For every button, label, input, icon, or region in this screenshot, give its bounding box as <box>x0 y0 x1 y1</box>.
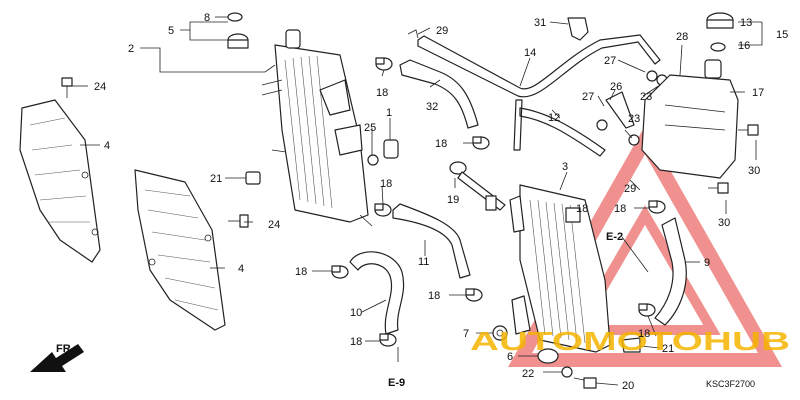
callout-14: 14 <box>524 47 536 59</box>
callout-26: 26 <box>610 81 622 93</box>
watermark-text: AUTOMOTOHUB <box>470 326 790 356</box>
callout-15: 15 <box>776 29 788 41</box>
clamp-18-6 <box>379 333 397 347</box>
callout-25: 25 <box>364 122 376 134</box>
hose-9 <box>654 217 687 326</box>
cap-seal <box>227 12 243 22</box>
clamp-18-7 <box>648 200 666 214</box>
callout-27b: 27 <box>582 91 594 103</box>
callout-19: 19 <box>447 194 459 206</box>
reserve-tank <box>641 59 739 179</box>
grommet-21-right <box>621 337 641 353</box>
bolt-30-upper <box>738 124 759 136</box>
clamp-18-3 <box>472 136 490 150</box>
leader-lines <box>72 16 763 386</box>
callout-30b: 30 <box>718 217 730 229</box>
callout-16: 16 <box>738 40 750 52</box>
washer-22 <box>561 366 573 378</box>
callout-9: 9 <box>704 257 710 269</box>
clamp-18-2 <box>374 203 392 217</box>
callout-labels: 1 2 3 4 4 5 6 7 8 9 10 11 12 13 14 15 16… <box>56 12 788 392</box>
callout-21a: 21 <box>210 173 222 185</box>
hose-11 <box>392 203 471 279</box>
hose-14 <box>417 34 661 98</box>
watermark-text-group: AUTOMOTOHUB <box>470 326 790 356</box>
bolt-24-lower <box>228 214 249 228</box>
callout-4a: 4 <box>104 140 110 152</box>
bolt-20 <box>573 377 597 389</box>
bolt-24-upper <box>61 77 73 98</box>
radiator-right <box>509 184 611 353</box>
callout-23b: 23 <box>628 113 640 125</box>
callout-22: 22 <box>522 368 534 380</box>
fitting-19 <box>449 161 506 211</box>
callout-23a: 23 <box>640 91 652 103</box>
callout-5: 5 <box>168 25 174 37</box>
callout-10: 10 <box>350 307 362 319</box>
callout-7: 7 <box>463 328 469 340</box>
clip-31 <box>567 17 589 41</box>
callout-29a: 29 <box>436 25 448 37</box>
callout-4b: 4 <box>238 263 244 275</box>
shroud-left-outer <box>19 99 101 263</box>
callout-18i: 18 <box>576 203 588 215</box>
radiator-left <box>261 29 373 227</box>
ref-e2: E-2 <box>606 231 623 243</box>
callout-18g: 18 <box>614 203 626 215</box>
clamp-18-4 <box>331 265 349 279</box>
callout-29b: 29 <box>624 183 636 195</box>
callout-18d: 18 <box>295 266 307 278</box>
callout-21b: 21 <box>662 343 674 355</box>
callout-24b: 24 <box>268 219 280 231</box>
diagram-code: KSC3F2700 <box>706 379 755 389</box>
callout-24a: 24 <box>94 81 106 93</box>
callout-18e: 18 <box>428 290 440 302</box>
callout-12: 12 <box>548 112 560 124</box>
ref-e9: E-9 <box>388 377 405 389</box>
nut-27-upper <box>646 70 658 82</box>
front-direction-arrow <box>30 344 84 372</box>
callout-18c: 18 <box>435 138 447 150</box>
callout-18f: 18 <box>350 336 362 348</box>
callout-1: 1 <box>386 107 392 119</box>
bracket-26 <box>605 91 635 129</box>
callout-17: 17 <box>752 87 764 99</box>
callout-13: 13 <box>740 17 752 29</box>
callout-8: 8 <box>204 12 210 24</box>
callout-31: 31 <box>534 17 546 29</box>
callout-27a: 27 <box>604 55 616 67</box>
clamp-18-5 <box>465 288 483 302</box>
callout-3: 3 <box>562 161 568 173</box>
shroud-left-inner <box>134 169 226 331</box>
callout-18h: 18 <box>638 328 650 340</box>
tank-cap <box>706 12 734 29</box>
callout-18b: 18 <box>380 178 392 190</box>
nut-27-lower <box>596 119 608 131</box>
clamp-18-8 <box>638 303 656 317</box>
callout-20: 20 <box>622 380 634 392</box>
radiator-cap <box>227 33 249 49</box>
grommet-21-left <box>245 171 261 185</box>
washer-25 <box>367 154 379 166</box>
hose-32 <box>399 59 479 129</box>
callout-18a: 18 <box>376 87 388 99</box>
bolt-30-lower <box>708 182 729 194</box>
callout-6: 6 <box>507 351 513 363</box>
hose-10 <box>349 251 405 335</box>
direction-label: FR. <box>56 343 74 355</box>
callout-11: 11 <box>418 256 429 268</box>
callout-2: 2 <box>128 43 134 55</box>
hose-12 <box>513 99 606 157</box>
callout-30a: 30 <box>748 165 760 177</box>
bolt-1 <box>383 139 399 159</box>
clip-29-upper <box>407 29 419 39</box>
clamp-18-1 <box>375 57 393 71</box>
callout-32: 32 <box>426 101 438 113</box>
tank-seal <box>710 42 726 52</box>
callout-28: 28 <box>676 31 688 43</box>
